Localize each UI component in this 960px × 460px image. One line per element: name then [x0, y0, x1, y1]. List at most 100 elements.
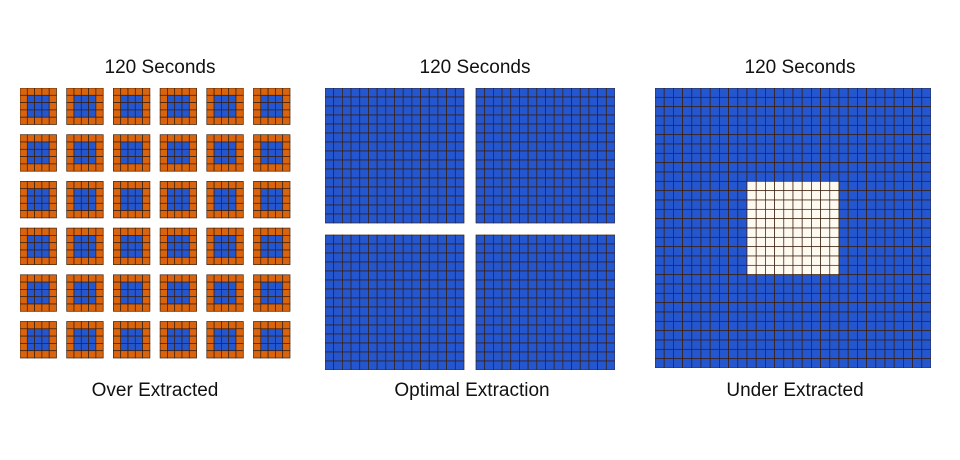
grid-cell: [838, 208, 849, 220]
grid-cell: [88, 335, 97, 344]
grid-cell: [682, 311, 693, 322]
grid-cell: [376, 360, 387, 370]
grid-cell: [342, 132, 352, 143]
grid-cell: [48, 148, 57, 157]
grid-cell: [188, 328, 197, 337]
grid-cell: [903, 283, 913, 294]
grid-cell: [41, 328, 50, 337]
over-extracted-tile: [206, 134, 244, 172]
grid-cell: [376, 324, 387, 335]
grid-cell: [402, 150, 413, 161]
grid-cell: [181, 350, 190, 359]
grid-cell: [213, 235, 222, 244]
grid-cell: [41, 249, 50, 258]
grid-cell: [235, 195, 244, 204]
grid-cell: [682, 143, 693, 154]
grid-cell: [221, 94, 230, 103]
grid-cell: [655, 302, 665, 313]
grid-cell: [605, 234, 615, 245]
grid-cell: [597, 333, 607, 344]
grid-cell: [325, 195, 335, 206]
grid-cell: [912, 124, 923, 136]
grid-cell: [385, 150, 395, 161]
grid-cell: [142, 235, 151, 244]
grid-cell: [368, 123, 378, 134]
grid-cell: [88, 141, 97, 150]
grid-cell: [857, 143, 867, 154]
grid-cell: [682, 162, 693, 173]
grid-cell: [903, 143, 913, 154]
grid-cell: [545, 252, 555, 263]
grid-cell: [411, 279, 421, 290]
grid-cell: [325, 333, 335, 344]
grid-cell: [820, 152, 831, 164]
grid-cell: [253, 163, 262, 172]
grid-cell: [709, 227, 720, 238]
grid-cell: [253, 256, 262, 265]
grid-cell: [66, 163, 75, 172]
grid-cell: [159, 256, 168, 265]
grid-cell: [221, 242, 230, 251]
grid-cell: [80, 134, 89, 143]
grid-cell: [48, 163, 57, 172]
grid-cell: [562, 243, 572, 254]
grid-cell: [282, 148, 291, 157]
grid-cell: [866, 162, 877, 173]
grid-cell: [20, 303, 28, 312]
over-extracted-tile: [66, 321, 104, 359]
grid-cell: [792, 180, 803, 192]
grid-cell: [866, 88, 877, 98]
grid-cell: [847, 152, 858, 164]
grid-cell: [446, 186, 456, 197]
grid-cell: [260, 94, 269, 103]
grid-cell: [746, 180, 757, 192]
grid-cell: [857, 180, 867, 192]
grid-cell: [41, 141, 50, 150]
grid-cell: [847, 218, 858, 229]
grid-cell: [142, 102, 151, 111]
grid-cell: [579, 168, 590, 179]
grid-cell: [820, 143, 831, 154]
grid-cell: [228, 94, 237, 103]
grid-cell: [325, 297, 335, 308]
grid-cell: [275, 350, 284, 359]
grid-cell: [48, 321, 57, 330]
grid-cell: [325, 177, 335, 188]
grid-cell: [402, 88, 413, 98]
grid-cell: [428, 261, 439, 272]
grid-cell: [774, 190, 785, 201]
grid-cell: [728, 330, 739, 341]
grid-cell: [213, 102, 222, 111]
grid-cell: [368, 261, 378, 272]
grid-cell: [221, 303, 230, 312]
grid-cell: [579, 306, 590, 317]
grid-cell: [811, 227, 821, 238]
grid-cell: [553, 177, 564, 188]
grid-cell: [282, 350, 291, 359]
grid-cell: [857, 330, 867, 341]
grid-cell: [454, 243, 465, 254]
grid-cell: [912, 106, 923, 117]
grid-cell: [402, 114, 413, 125]
grid-cell: [663, 311, 674, 322]
grid-cell: [847, 358, 858, 368]
grid-cell: [167, 227, 176, 236]
grid-cell: [588, 324, 598, 335]
grid-cell: [127, 256, 136, 265]
grid-cell: [368, 270, 378, 281]
grid-cell: [454, 177, 465, 188]
grid-cell: [402, 204, 413, 215]
grid-cell: [792, 171, 803, 182]
grid-cell: [41, 94, 50, 103]
grid-cell: [663, 162, 674, 173]
grid-cell: [774, 264, 785, 276]
grid-cell: [235, 242, 244, 251]
grid-cell: [113, 109, 122, 118]
grid-cell: [188, 249, 197, 258]
grid-cell: [66, 274, 75, 283]
grid-cell: [527, 270, 538, 281]
grid-cell: [691, 96, 702, 108]
grid-cell: [454, 195, 465, 206]
grid-cell: [588, 333, 598, 344]
grid-cell: [501, 315, 512, 326]
